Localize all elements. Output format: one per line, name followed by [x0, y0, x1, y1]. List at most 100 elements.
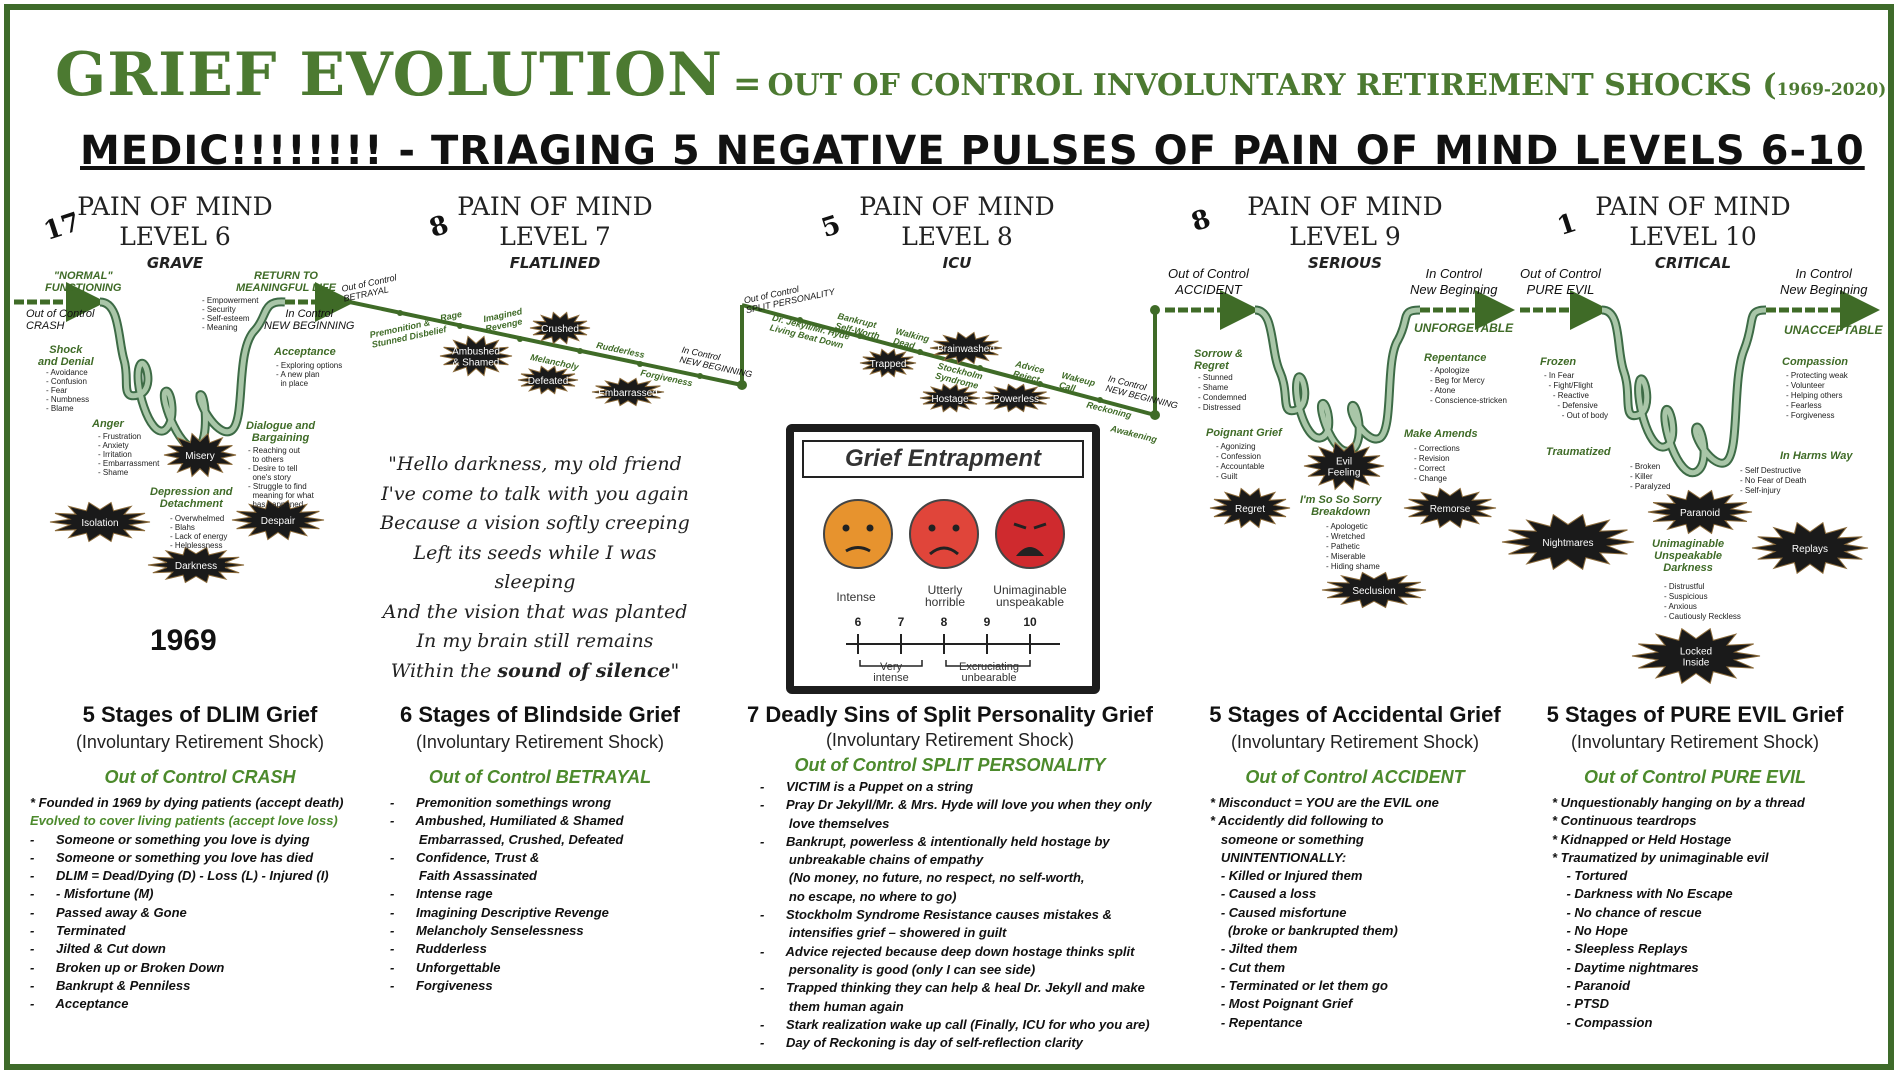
title-row: GRIEF EVOLUTION=OUT OF CONTROL INVOLUNTA…	[55, 40, 1886, 120]
list-item: - Bankrupt & Penniless	[30, 977, 191, 993]
list-item: - Rudderless	[390, 941, 487, 957]
level-9-severity: SERIOUS	[1308, 254, 1382, 272]
d5-harms-label: In Harms Way	[1780, 450, 1853, 462]
d5-compassion-items: - Protecting weak - Volunteer - Helping …	[1786, 371, 1848, 420]
list-item: - Ambushed, Humiliated & Shamed	[390, 813, 624, 829]
burst-shape	[929, 331, 1003, 365]
column-blindside-sub: (Involuntary Retirement Shock)	[415, 732, 665, 752]
column-pure-evil-head: Out of Control PURE EVIL	[1584, 767, 1806, 787]
d5-frozen-label: Frozen	[1540, 356, 1577, 368]
quote-line: Left its seeds while I was sleeping	[413, 541, 657, 594]
quote-line: "Hello darkness, my old friend	[388, 453, 682, 475]
d4-in-control-label: In Control New Beginning	[1410, 266, 1498, 297]
burst-label: Replays	[1792, 544, 1828, 555]
list-item: - Jilted them	[1210, 941, 1298, 957]
burst-shape	[49, 501, 151, 543]
list-item: - Stark realization wake up call (Finall…	[760, 1016, 1150, 1032]
list-item: (No money, no future, no respect, no sel…	[760, 870, 1085, 886]
list-item: - VICTIM is a Puppet on a string	[760, 779, 974, 794]
level-6-severity: GRAVE	[146, 254, 204, 272]
burst-label: Isolation	[81, 518, 118, 529]
list-item: Evolved to cover living patients (accept…	[30, 813, 338, 829]
d4-sorrow-label: Sorrow & Regret	[1194, 348, 1243, 372]
column-accidental: 5 Stages of Accidental Grief (Involuntar…	[1190, 702, 1520, 1032]
d4-amends-items: - Corrections - Revision - Correct - Cha…	[1414, 444, 1460, 483]
burst-label: Evil	[1336, 457, 1352, 468]
quote-line: And the vision that was planted	[382, 600, 688, 623]
d5-traumatized-items: - Broken - Killer - Paralyzed	[1630, 462, 1671, 491]
burst-shape	[163, 432, 237, 478]
d4-poignant-items: - Agonizing - Confession - Accountable -…	[1216, 442, 1265, 481]
d5-unimaginable-items: - Distrustful - Suspicious - Anxious - C…	[1664, 582, 1741, 621]
level-10-line1: PAIN OF MIND	[1595, 192, 1791, 221]
list-item: personality is good (only I can see side…	[760, 961, 1036, 977]
level-9-header: PAIN OF MIND LEVEL 9 SERIOUS	[1240, 192, 1450, 272]
subtitle: MEDIC!!!!!!!! - TRIAGING 5 NEGATIVE PULS…	[80, 128, 1865, 174]
list-item: * Misconduct = YOU are the EVIL one	[1210, 795, 1439, 810]
page-frame	[4, 4, 1894, 1070]
quote-line: Because a vision softly creeping	[380, 512, 690, 534]
year-label: 1969	[150, 624, 217, 657]
d4-sorry-label: I'm So So Sorry Breakdown	[1300, 494, 1382, 518]
d3-line	[741, 303, 1156, 417]
level-10-header: PAIN OF MIND LEVEL 10 CRITICAL	[1588, 192, 1798, 272]
list-item: unbreakable chains of empathy	[760, 852, 984, 868]
d1-acceptance-label: Acceptance	[274, 346, 336, 358]
list-item: - Day of Reckoning is day of self-reflec…	[760, 1035, 1083, 1051]
list-item: - Jilted & Cut down	[30, 941, 166, 957]
list-item: - Forgiveness	[390, 977, 493, 993]
burst-label: Hostage	[931, 394, 969, 405]
level-7-line2: LEVEL 7	[499, 222, 611, 251]
d5-traumatized-label: Traumatized	[1546, 446, 1611, 458]
burst-label: Seclusion	[1352, 586, 1395, 597]
list-item: - Compassion	[1552, 1014, 1653, 1030]
burst-label: Brainwashed	[937, 344, 995, 355]
quote-line: In my brain still remains	[416, 630, 654, 652]
burst-label: Ambushed	[452, 347, 500, 358]
list-item: - Someone or something you love is dying	[30, 831, 310, 847]
face-label-horrible: Utterly horrible	[924, 583, 966, 609]
list-item: * Founded in 1969 by dying patients (acc…	[30, 795, 344, 810]
list-item: - Advice rejected because deep down host…	[760, 943, 1135, 959]
list-item: * Accidently did following to	[1210, 813, 1384, 829]
burst-shape	[859, 348, 917, 378]
list-item: - Cut them	[1210, 959, 1286, 975]
level-6-header: PAIN OF MIND LEVEL 6 GRAVE	[70, 192, 280, 272]
list-item: - Trapped thinking they can help & heal …	[760, 980, 1145, 996]
list-item: them human again	[760, 998, 904, 1014]
list-item: - No Hope	[1552, 923, 1628, 939]
burst-label: Locked	[1680, 647, 1712, 658]
column-accidental-sub: (Involuntary Retirement Shock)	[1230, 732, 1480, 752]
d2-markers	[397, 310, 703, 379]
list-item: - Caused a loss	[1210, 886, 1317, 902]
grief-entrapment-panel: Grief Entrapment Intense Utterly horribl…	[786, 424, 1100, 694]
column-pure-evil-list: * Unquestionably hanging on by a thread*…	[1530, 794, 1860, 1032]
column-blindside-list: - Premonition somethings wrong - Ambushed…	[380, 794, 700, 995]
list-item: - Pray Dr Jekyll/Mr. & Mrs. Hyde will lo…	[760, 797, 1152, 813]
list-item: - Acceptance	[30, 996, 129, 1012]
level-8-header: PAIN OF MIND LEVEL 8 ICU	[852, 192, 1062, 272]
d2-line	[339, 298, 743, 387]
list-item: - Premonition somethings wrong	[390, 795, 612, 810]
list-item: - Broken up or Broken Down	[30, 959, 225, 975]
burst-label: Inside	[1683, 658, 1710, 669]
list-item: - Intense rage	[390, 886, 493, 902]
burst-shape	[1209, 487, 1291, 529]
d1-acceptance-items: - Exploring options - A new plan in plac…	[276, 361, 343, 388]
d4-sorrow-items: - Stunned - Shame - Condemned - Distress…	[1198, 373, 1247, 412]
d1-anger-items: - Frustration - Anxiety - Irritation - E…	[98, 432, 160, 477]
title-years: 1969-2020)	[1776, 80, 1887, 100]
level-9-line2: LEVEL 9	[1289, 222, 1401, 251]
burst-shape	[1501, 513, 1635, 571]
list-item: no escape, no where to go)	[760, 888, 957, 904]
burst-label: Misery	[185, 451, 214, 462]
burst-label: Darkness	[175, 561, 217, 572]
d4-repentance-label: Repentance	[1424, 352, 1487, 364]
quote-last-suffix: "	[670, 659, 680, 682]
level-6-line1: PAIN OF MIND	[77, 192, 273, 221]
burst-shape	[1631, 627, 1761, 685]
list-item: - Sleepless Replays	[1552, 941, 1688, 957]
d5-compassion-label: Compassion	[1782, 356, 1849, 368]
column-dlim-head: Out of Control CRASH	[104, 767, 296, 787]
